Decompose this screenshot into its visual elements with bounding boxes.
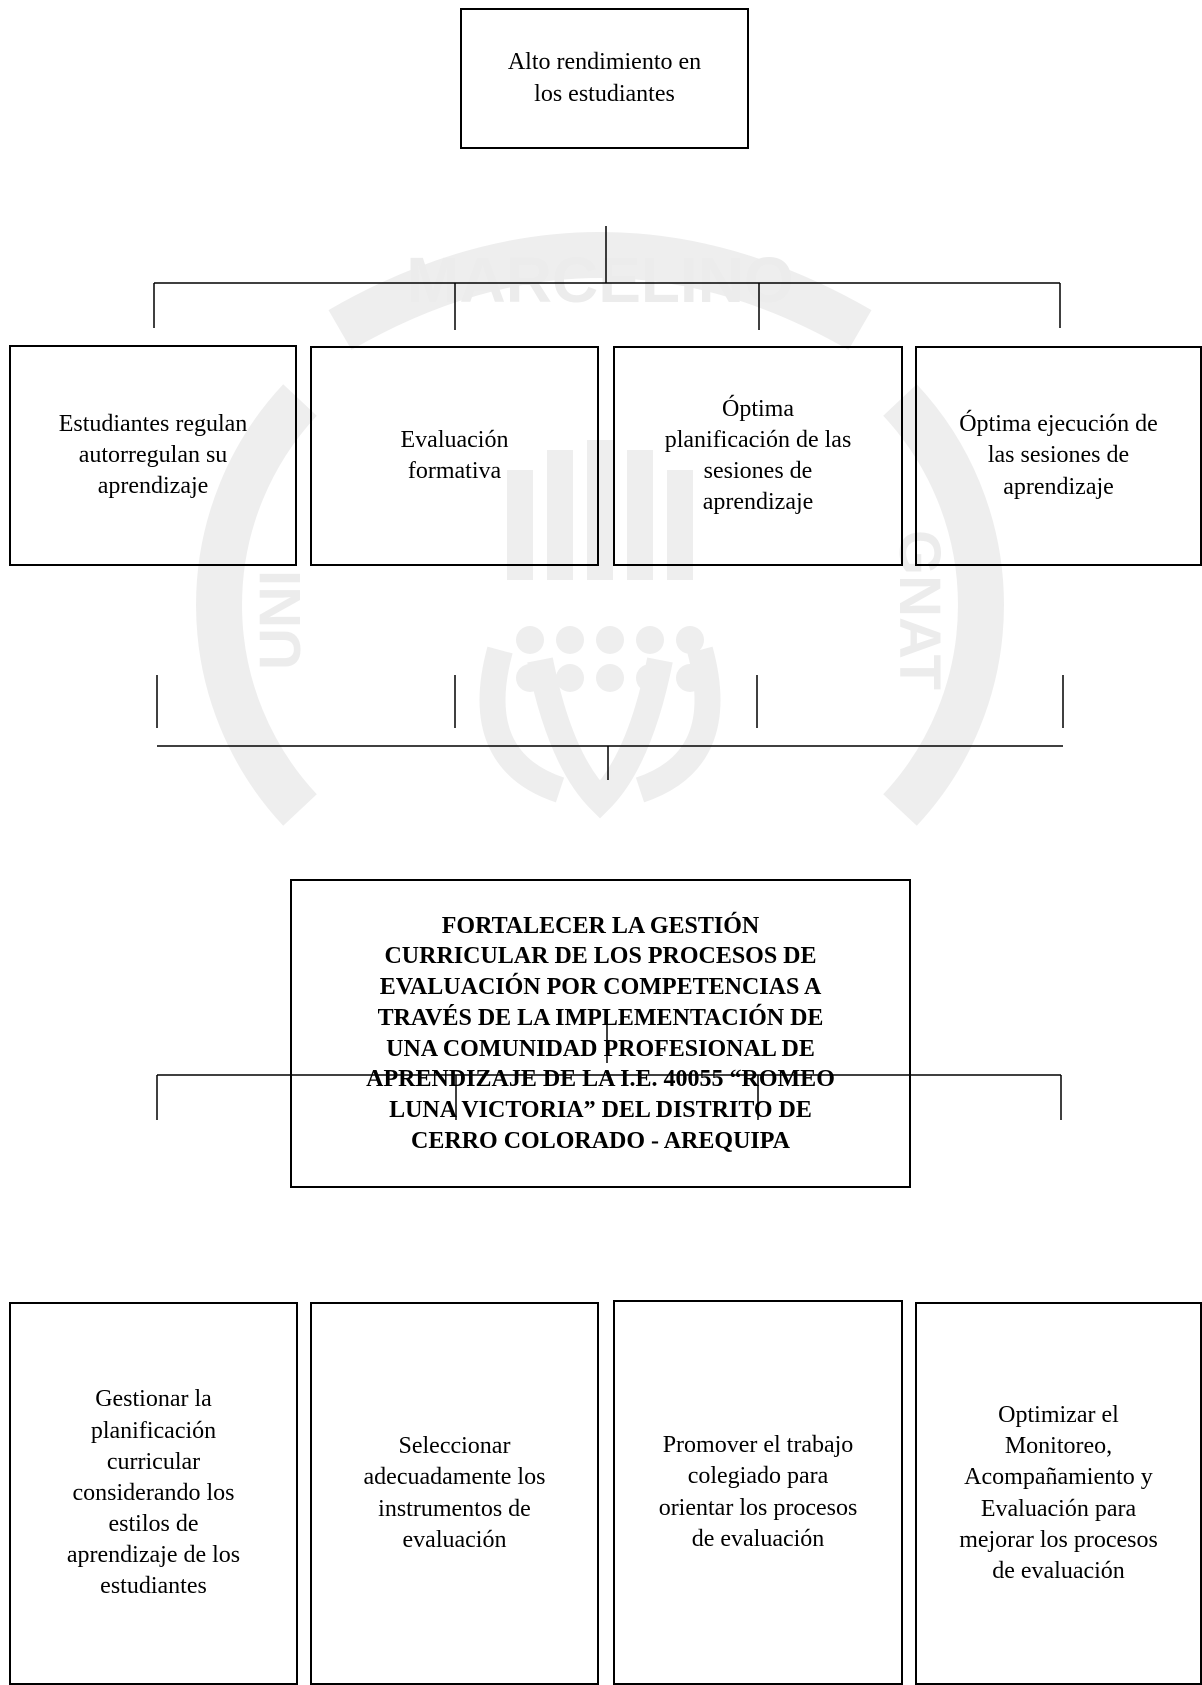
means-box: Gestionar la planificación curricular co… [9, 1302, 298, 1685]
means-text: Gestionar la planificación curricular co… [66, 1386, 241, 1600]
central-objective-box: FORTALECER LA GESTIÓN CURRICULAR DE LOS … [290, 879, 911, 1188]
effect-text: Estudiantes regulan autorregulan su apre… [58, 410, 248, 500]
means-text: Seleccionar adecuadamente los instrument… [363, 1433, 546, 1553]
watermark-top-text: MARCELINO [406, 244, 794, 316]
effect-box: Estudiantes regulan autorregulan su apre… [9, 345, 297, 566]
means-box: Seleccionar adecuadamente los instrument… [310, 1302, 599, 1685]
means-box: Optimizar el Monitoreo, Acompañamiento y… [915, 1302, 1202, 1685]
effect-box: Evaluación formativa [310, 346, 599, 566]
effect-text: Óptima ejecución de las sesiones de apre… [959, 411, 1158, 500]
means-text: Optimizar el Monitoreo, Acompañamiento y… [959, 1401, 1158, 1584]
means-text: Promover el trabajo colegiado para orien… [658, 1432, 858, 1552]
effect-text: Evaluación formativa [400, 426, 509, 484]
means-box: Promover el trabajo colegiado para orien… [613, 1300, 903, 1685]
central-objective-text: FORTALECER LA GESTIÓN CURRICULAR DE LOS … [366, 912, 835, 1154]
effect-box: Óptima planificación de las sesiones de … [613, 346, 903, 566]
top-effect-box: Alto rendimiento en los estudiantes [460, 8, 749, 149]
watermark-right-text: GNAT [887, 530, 952, 690]
top-effect-text: Alto rendimiento en los estudiantes [507, 49, 702, 107]
effect-box: Óptima ejecución de las sesiones de apre… [915, 346, 1202, 566]
effect-text: Óptima planificación de las sesiones de … [664, 395, 852, 516]
watermark-left-text: UNI [248, 570, 313, 670]
